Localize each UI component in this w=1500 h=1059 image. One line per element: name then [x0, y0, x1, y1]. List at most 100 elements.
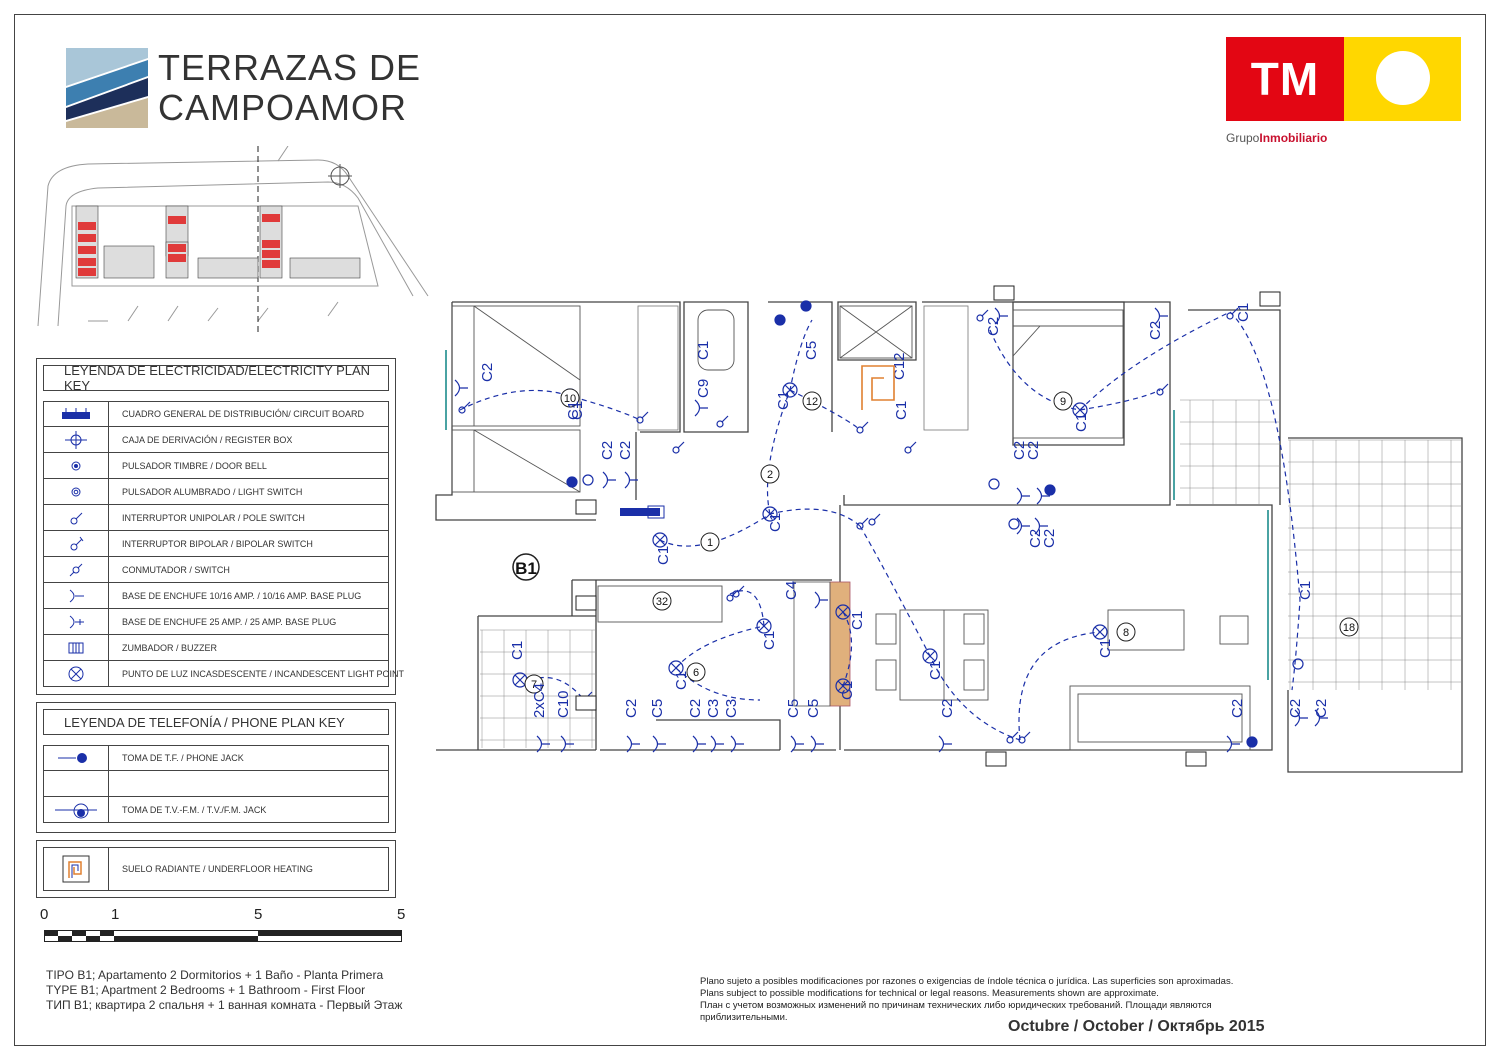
room-number-circle: [1116, 622, 1136, 642]
circuit-label: C3: [705, 699, 722, 718]
type-label-circle: [512, 553, 540, 581]
circuit-label: C10: [555, 690, 572, 718]
base-plug-icon: [560, 735, 574, 753]
circuit-label: C4: [783, 581, 800, 600]
base-plug-icon: [814, 591, 828, 609]
electricity-legend-label: PULSADOR ALUMBRADO / LIGHT SWITCH: [122, 486, 303, 497]
tv-jack-icon: [44, 797, 109, 822]
light-point-icon: [1092, 624, 1108, 640]
base-plug-25-icon: [44, 609, 109, 634]
circuit-label: C2: [985, 317, 1002, 336]
light-point-icon: [764, 508, 776, 520]
pole-switch-icon: [463, 401, 471, 409]
light-point-icon: [670, 662, 682, 674]
room-number-circle: [686, 662, 706, 682]
fixture-box: [1259, 291, 1281, 307]
room-number-circle: [524, 674, 544, 694]
electricity-legend-label: INTERRUPTOR UNIPOLAR / POLE SWITCH: [122, 512, 305, 523]
scale-bar: [44, 930, 402, 942]
light-point-icon: [837, 680, 849, 692]
pole-switch-icon: [856, 522, 864, 530]
room-number-circle: [700, 532, 720, 552]
circuit-label: C2: [939, 699, 956, 718]
circuit-label: C12: [891, 352, 908, 380]
pole-switch-icon: [1226, 312, 1234, 320]
base-plug-icon: [1016, 517, 1030, 535]
underfloor-heating-icon: [861, 365, 895, 410]
electricity-legend-row: CONMUTADOR / SWITCH: [43, 557, 389, 583]
room-number-circle: [1339, 617, 1359, 637]
base-plug-icon: [1226, 735, 1240, 753]
circuit-label: C1: [849, 611, 866, 630]
light-point-icon: [837, 606, 849, 618]
circuit-label: C2: [599, 441, 616, 460]
light-switch-icon: [44, 479, 109, 504]
base-plug-icon: [626, 735, 640, 753]
light-point-icon: [1094, 626, 1106, 638]
electricity-legend-label: BASE DE ENCHUFE 25 AMP. / 25 AMP. BASE P…: [122, 616, 337, 627]
light-point-icon: [835, 678, 851, 694]
circuit-label: C2: [1027, 529, 1044, 548]
pole-switch-icon: [1018, 736, 1026, 744]
phone-legend-row: TOMA DE T.V.-F.M. / T.V./F.M. JACK: [43, 797, 389, 823]
circuit-label: C2: [479, 363, 496, 382]
room-number: 32: [656, 596, 668, 608]
site-location-plan: [37, 146, 429, 336]
circuit-label: C1: [1097, 639, 1114, 658]
pole-switch-icon: [677, 441, 685, 449]
underfloor-heating-icon: [44, 848, 109, 890]
pole-switch-icon: [721, 415, 729, 423]
pole-switch-icon: [44, 505, 109, 530]
electricity-legend-label: CAJA DE DERIVACIÓN / REGISTER BOX: [122, 434, 293, 445]
pole-switch-icon: [732, 590, 740, 598]
fixture-box: [575, 499, 597, 515]
circuit-label: C1: [839, 681, 856, 700]
door-bell-icon: [44, 453, 109, 478]
circuit-label: C3: [723, 699, 740, 718]
electricity-legend-label: PUNTO DE LUZ INCASDESCENTE / INCANDESCEN…: [122, 668, 405, 679]
phone-legend-row: [43, 771, 389, 797]
room-number: 2: [767, 469, 773, 481]
circuit-label: C1: [509, 641, 526, 660]
light-point-icon: [654, 534, 666, 546]
register-box-icon: [44, 427, 109, 452]
circuit-label: C1: [569, 401, 586, 420]
circuit-label: C5: [649, 699, 666, 718]
buzzer: [647, 505, 665, 519]
disclaimer-es: Plano sujeto a posibles modificaciones p…: [700, 976, 1234, 987]
room-number-circle: [760, 464, 780, 484]
circuit-label: C2: [1229, 699, 1246, 718]
circuit-label: C1: [775, 391, 792, 410]
base-plug-icon: [694, 399, 708, 417]
plan-date: Octubre / October / Октябрь 2015: [1008, 1018, 1265, 1035]
circuit-board: [620, 508, 660, 516]
scale-label-1: 1: [111, 906, 120, 923]
circuit-label: C5: [803, 341, 820, 360]
phone-legend-label: TOMA DE T.V.-F.M. / T.V./F.M. JACK: [122, 804, 267, 815]
light-point-icon: [782, 382, 798, 398]
disclaimer-ru1: План с учетом возможных изменений по при…: [700, 1000, 1212, 1011]
commuter-switch-icon: [44, 557, 109, 582]
circuit-label: C1: [655, 546, 672, 565]
phone-legend-title: LEYENDA DE TELEFONÍA / PHONE PLAN KEY: [43, 709, 389, 735]
electricity-legend: LEYENDA DE ELECTRICIDAD/ELECTRICITY PLAN…: [36, 358, 404, 695]
room-number: 8: [1123, 627, 1129, 639]
electricity-legend-row: BASE DE ENCHUFE 25 AMP. / 25 AMP. BASE P…: [43, 609, 389, 635]
circuit-label: C1: [1297, 581, 1314, 600]
base-plug-icon: [652, 735, 666, 753]
circuit-label: C1: [1235, 303, 1252, 322]
pole-switch-icon: [636, 416, 644, 424]
pole-switch-icon: [856, 426, 864, 434]
pole-switch-icon: [976, 314, 984, 322]
pole-switch-icon: [641, 411, 649, 419]
pole-switch-icon: [1231, 307, 1239, 315]
electricity-legend-label: CONMUTADOR / SWITCH: [122, 564, 230, 575]
circuit-label: C2: [617, 441, 634, 460]
electricity-legend-row: PULSADOR TIMBRE / DOOR BELL: [43, 453, 389, 479]
pole-switch-icon: [909, 441, 917, 449]
circuit-label: C1: [1073, 413, 1090, 432]
phone-legend: LEYENDA DE TELEFONÍA / PHONE PLAN KEY TO…: [36, 702, 396, 833]
electricity-legend-row: ZUMBADOR / BUZZER: [43, 635, 389, 661]
light-point-icon: [1074, 404, 1086, 416]
electricity-legend-label: PULSADOR TIMBRE / DOOR BELL: [122, 460, 267, 471]
